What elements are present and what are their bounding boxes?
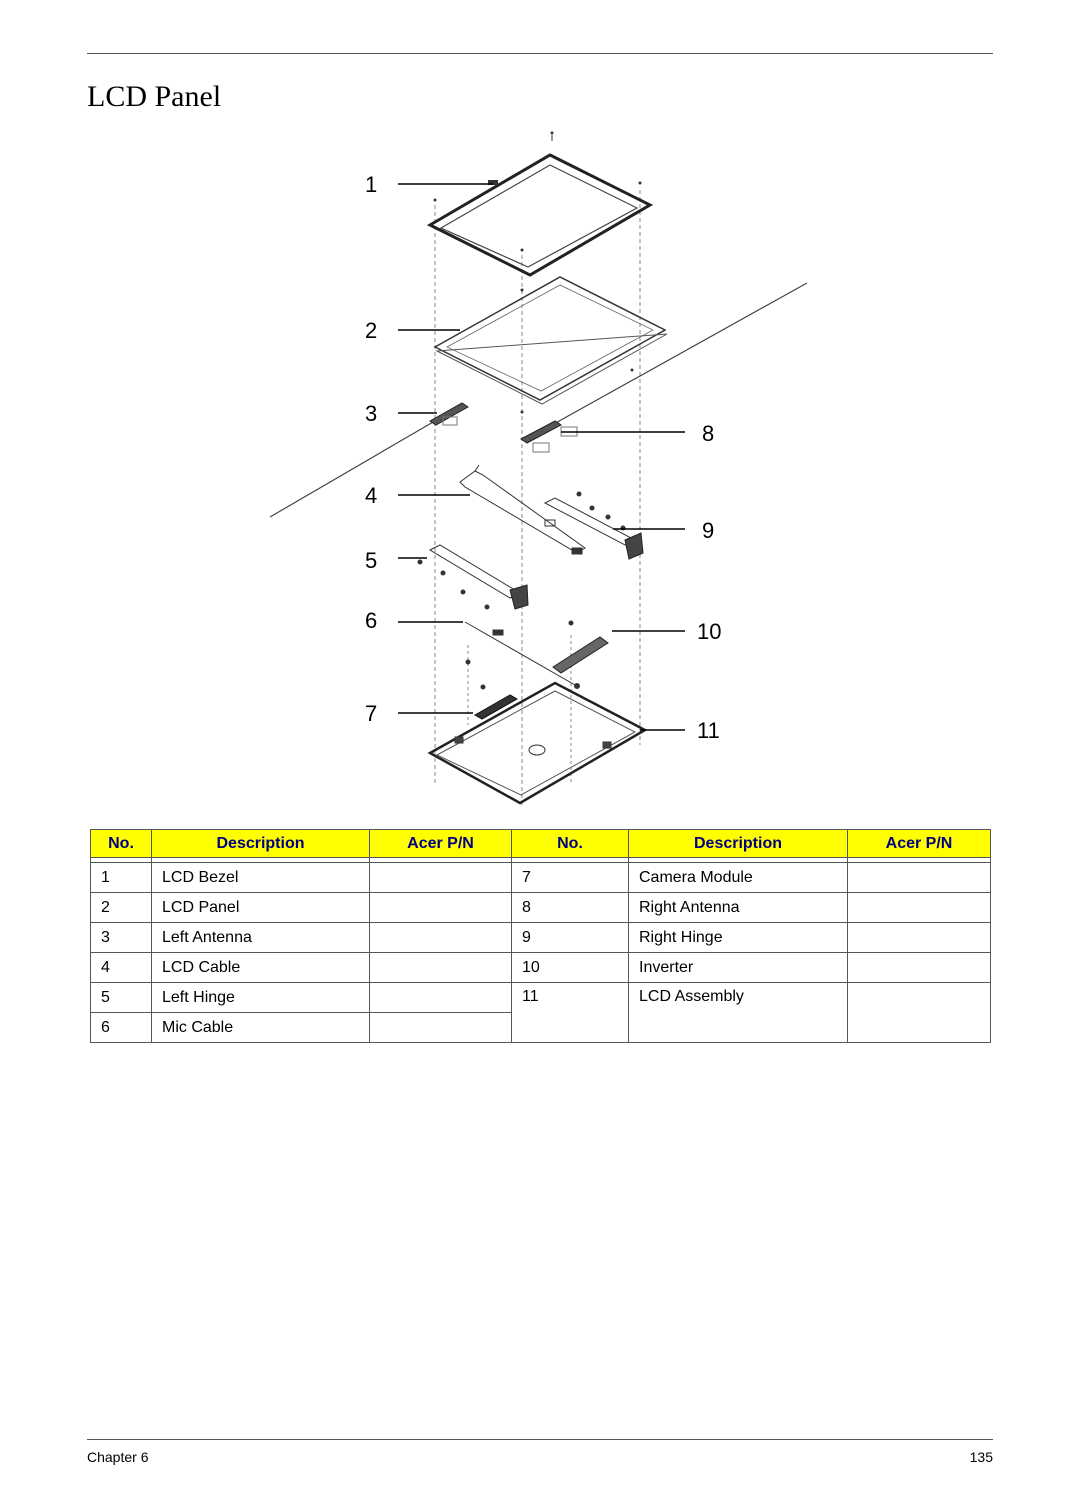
footer-rule — [87, 1439, 993, 1440]
cell-part-number — [847, 862, 991, 893]
cell-description: Left Hinge — [151, 982, 370, 1013]
cell-no: 6 — [90, 1012, 152, 1043]
cell-no: 10 — [511, 952, 629, 983]
table-row: 6 Mic Cable — [90, 1012, 991, 1043]
cell-no: 8 — [511, 892, 629, 923]
cell-description: LCD Panel — [151, 892, 370, 923]
exploded-diagram: 1 2 3 4 5 6 7 8 9 10 11 — [265, 125, 815, 815]
cell-no: 9 — [511, 922, 629, 953]
cell-no: 7 — [511, 862, 629, 893]
left-antenna-drawing — [429, 402, 469, 426]
cell-description: LCD Assembly — [628, 982, 848, 1043]
cell-part-number — [369, 952, 512, 983]
header-rule — [87, 53, 993, 54]
callout-7: 7 — [365, 701, 377, 726]
callout-11: 11 — [697, 718, 720, 743]
mic-cable-drawing — [464, 621, 580, 689]
cell-part-number — [847, 892, 991, 923]
callout-4: 4 — [365, 483, 377, 508]
footer-page-number: 135 — [969, 1449, 993, 1465]
cell-part-number — [369, 862, 512, 893]
page-title: LCD Panel — [87, 80, 222, 113]
right-hinge-drawing — [543, 491, 644, 560]
table-row: 3 Left Antenna 9 Right Hinge — [90, 922, 991, 953]
callout-1: 1 — [365, 172, 377, 197]
cell-part-number — [847, 982, 991, 1043]
header-pn-left: Acer P/N — [369, 829, 512, 858]
lcd-panel-drawing — [433, 276, 668, 405]
callout-8: 8 — [702, 421, 714, 446]
cell-no: 11 — [511, 982, 629, 1043]
cell-no: 4 — [90, 952, 152, 983]
table-row: 4 LCD Cable 10 Inverter — [90, 952, 991, 983]
lcd-assembly-drawing — [427, 681, 648, 805]
cell-part-number — [369, 922, 512, 953]
cell-description: Camera Module — [628, 862, 848, 893]
callout-10: 10 — [697, 619, 721, 644]
table-header-row: No. Description Acer P/N No. Description… — [90, 829, 991, 858]
callout-2: 2 — [365, 318, 377, 343]
cell-part-number — [369, 892, 512, 923]
cell-no: 5 — [90, 982, 152, 1013]
exploded-view-svg: 1 2 3 4 5 6 7 8 9 10 11 — [269, 131, 808, 805]
table-row: 5 Left Hinge 11 LCD Assembly — [90, 982, 991, 1043]
parts-table: No. Description Acer P/N No. Description… — [90, 829, 991, 1043]
header-description-left: Description — [151, 829, 370, 858]
cell-part-number — [369, 982, 512, 1013]
table-row: 2 LCD Panel 8 Right Antenna — [90, 892, 991, 923]
cell-description: LCD Cable — [151, 952, 370, 983]
lcd-cable-drawing — [459, 464, 586, 555]
callout-9: 9 — [702, 518, 714, 543]
cell-part-number — [847, 922, 991, 953]
cell-description: Right Antenna — [628, 892, 848, 923]
lcd-bezel-drawing — [426, 153, 654, 277]
left-hinge-drawing — [417, 544, 529, 610]
footer-chapter: Chapter 6 — [87, 1449, 149, 1465]
callout-5: 5 — [365, 548, 377, 573]
table-row: 1 LCD Bezel 7 Camera Module — [90, 862, 991, 893]
callout-3: 3 — [365, 401, 377, 426]
cell-no: 1 — [90, 862, 152, 893]
cell-no: 3 — [90, 922, 152, 953]
header-pn-right: Acer P/N — [847, 829, 991, 858]
cell-description: LCD Bezel — [151, 862, 370, 893]
cell-no: 2 — [90, 892, 152, 923]
cell-description: Mic Cable — [151, 1012, 370, 1043]
right-antenna-drawing — [520, 420, 578, 453]
callout-6: 6 — [365, 608, 377, 633]
cell-description: Right Hinge — [628, 922, 848, 953]
cell-description: Left Antenna — [151, 922, 370, 953]
cell-part-number — [369, 1012, 512, 1043]
cell-part-number — [847, 952, 991, 983]
header-description-right: Description — [628, 829, 848, 858]
inverter-drawing — [552, 620, 609, 674]
camera-module-drawing — [465, 659, 519, 720]
header-no-right: No. — [511, 829, 629, 858]
cell-description: Inverter — [628, 952, 848, 983]
header-no-left: No. — [90, 829, 152, 858]
